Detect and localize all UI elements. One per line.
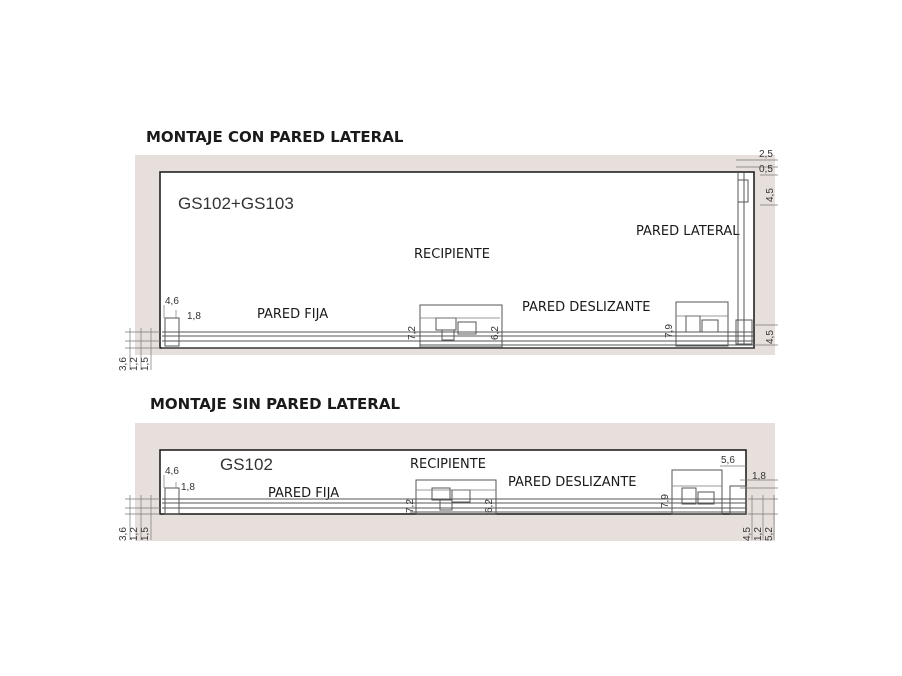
dim-label: 4,6 bbox=[165, 296, 179, 307]
dim-label: 7,2 bbox=[407, 326, 418, 340]
diagram-without-side-wall: MONTAJE SIN PARED LATERAL GS102 RECIPIEN… bbox=[118, 395, 778, 541]
left-end-profile bbox=[125, 305, 180, 370]
right-end-profile bbox=[720, 465, 778, 540]
dim-label: 0,5 bbox=[759, 164, 773, 175]
dim-label: 2,5 bbox=[759, 149, 773, 160]
dim-label: 3,6 bbox=[118, 527, 129, 541]
dim-label: 7,9 bbox=[664, 324, 675, 338]
dim-label: 1,8 bbox=[187, 311, 201, 322]
fixed-wall-label: PARED FIJA bbox=[257, 307, 328, 322]
dim-label: 1,2 bbox=[129, 527, 140, 541]
dim-label: 1,5 bbox=[140, 357, 151, 371]
dim-label: 6,2 bbox=[484, 499, 495, 513]
dim-label: 4,6 bbox=[165, 466, 179, 477]
recipient-label: RECIPIENTE bbox=[414, 247, 490, 262]
dim-label: 3,6 bbox=[118, 357, 129, 371]
fixed-wall-label: PARED FIJA bbox=[268, 486, 339, 501]
bottom-rail bbox=[162, 331, 754, 349]
sliding-carriage bbox=[671, 469, 723, 515]
dim-label: 6,2 bbox=[490, 326, 501, 340]
right-bottom-profile bbox=[735, 319, 778, 346]
left-end-profile bbox=[125, 475, 180, 540]
dim-label: 5,2 bbox=[764, 527, 775, 541]
sliding-wall-label: PARED DESLIZANTE bbox=[522, 300, 651, 315]
dim-label: 4,5 bbox=[765, 188, 776, 202]
dim-label: 1,8 bbox=[181, 482, 195, 493]
recipient-label: RECIPIENTE bbox=[410, 457, 486, 472]
dim-label: 1,2 bbox=[753, 527, 764, 541]
sliding-wall-label: PARED DESLIZANTE bbox=[508, 475, 637, 490]
diagram-title: MONTAJE SIN PARED LATERAL bbox=[150, 395, 400, 413]
diagram-title: MONTAJE CON PARED LATERAL bbox=[146, 128, 404, 146]
middle-connector bbox=[419, 304, 503, 348]
model-code: GS102+GS103 bbox=[178, 194, 294, 213]
model-code: GS102 bbox=[220, 455, 273, 474]
dim-label: 5,6 bbox=[721, 455, 735, 466]
dim-label: 4,5 bbox=[742, 527, 753, 541]
side-wall-label: PARED LATERAL bbox=[636, 224, 740, 239]
recipient-outline bbox=[159, 171, 755, 349]
sliding-carriage bbox=[675, 301, 729, 347]
middle-connector bbox=[415, 479, 497, 515]
side-wall-profile bbox=[736, 159, 778, 345]
dim-label: 1,2 bbox=[129, 357, 140, 371]
dim-label: 7,9 bbox=[660, 494, 671, 508]
dim-label: 1,8 bbox=[752, 471, 766, 482]
bottom-rail bbox=[162, 498, 746, 513]
dim-label: 7,2 bbox=[405, 499, 416, 513]
dim-label: 1,5 bbox=[140, 527, 151, 541]
dim-label: 4,5 bbox=[765, 330, 776, 344]
diagram-with-side-wall: MONTAJE CON PARED LATERAL GS102+GS103 RE… bbox=[118, 128, 778, 371]
